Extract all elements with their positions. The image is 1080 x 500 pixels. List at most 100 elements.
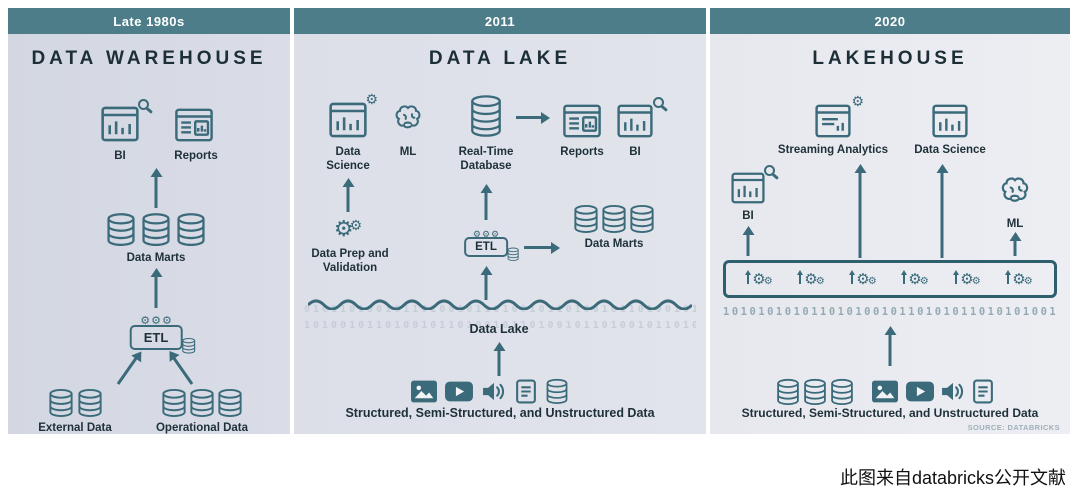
caption: 此图来自databricks公开文献 xyxy=(839,468,1066,488)
reports-icon xyxy=(173,108,215,142)
gear-icon: ⚙ xyxy=(349,217,363,233)
gear-icon: ⚙ xyxy=(856,270,870,288)
realtime-database-label: Real-Time Database xyxy=(458,146,514,172)
gear-icon: ⚙ xyxy=(491,229,500,239)
ml-label: ML xyxy=(1006,218,1024,230)
database-icon xyxy=(629,204,655,233)
gear-icon: ⚙ xyxy=(867,275,877,287)
database-icon xyxy=(181,337,195,354)
database-icon xyxy=(217,388,243,417)
reports-label: Reports xyxy=(174,150,218,162)
gear-icon: ⚙ xyxy=(1012,270,1026,288)
gear-icon: ⚙ xyxy=(161,315,172,327)
panel-body: DATA LAKE ⚙ Data Science ML Real-Time Da… xyxy=(294,34,706,434)
document-icon xyxy=(973,379,994,404)
document-icon xyxy=(516,379,537,404)
bi-label: BI xyxy=(629,146,641,158)
realtime-database-icon xyxy=(470,94,502,138)
ml-icon xyxy=(998,176,1032,210)
gear-icon: ⚙ xyxy=(908,270,922,288)
gears-icon: ⚙⚙ xyxy=(851,270,877,288)
database-icon xyxy=(601,204,627,233)
gears-icon: ⚙⚙ xyxy=(1007,270,1033,288)
gear-icon: ⚙ xyxy=(919,275,929,287)
bi-icon xyxy=(100,99,149,142)
data-science-icon xyxy=(930,104,970,138)
panel-body: DATA WAREHOUSE BI Reports Data Marts xyxy=(8,34,290,434)
arrow-up-icon xyxy=(484,192,488,220)
arrow-up-icon xyxy=(346,186,350,212)
gear-icon: ⚙ xyxy=(1023,275,1033,287)
arrow-up-icon xyxy=(154,176,158,208)
etl-machine: ⚙⚙⚙ ETL xyxy=(129,316,195,354)
pipeline-box: ⚙⚙ ⚙⚙ ⚙⚙ ⚙⚙ ⚙⚙ ⚙⚙ xyxy=(723,260,1057,298)
era-label: 2020 xyxy=(874,13,906,29)
gears-icon: ⚙⚙ xyxy=(334,218,362,240)
footer-text: Structured, Semi-Structured, and Unstruc… xyxy=(345,406,655,420)
database-icon xyxy=(546,378,569,404)
panel-lakehouse: 2020 LAKEHOUSE ⚙ Streaming Analytics Dat… xyxy=(710,8,1070,434)
arrow-up-icon xyxy=(746,234,750,256)
arrow-up-icon xyxy=(858,172,862,258)
panel-data-warehouse: Late 1980s DATA WAREHOUSE BI Reports Dat… xyxy=(8,8,290,434)
arrow-up-icon xyxy=(497,350,501,376)
gear-icon: ⚙ xyxy=(960,270,974,288)
etl-box: ETL xyxy=(129,325,195,354)
magnifier-icon xyxy=(653,97,664,108)
panel-title: LAKEHOUSE xyxy=(812,48,968,69)
panel-title: DATA WAREHOUSE xyxy=(31,48,267,69)
arrow-up-icon xyxy=(888,334,892,366)
gear-icon: ⚙ xyxy=(151,315,161,327)
gear-icon: ⚙ xyxy=(804,270,818,288)
gear-icon: ⚙ xyxy=(472,229,481,239)
footer-text: Structured, Semi-Structured, and Unstruc… xyxy=(741,406,1039,420)
era-header: 2011 xyxy=(294,8,706,34)
arrow-up-icon xyxy=(1013,240,1017,256)
arrow-diagonal-icon xyxy=(172,356,194,385)
etl-machine: ⚙⚙⚙ ETL xyxy=(464,229,519,261)
database-icon xyxy=(176,212,206,246)
binary-text: 0101101001011010010110100101101001011010… xyxy=(304,304,696,315)
database-icon xyxy=(161,388,187,417)
data-science-label: Data Science xyxy=(914,144,986,156)
arrow-up-icon xyxy=(1007,274,1010,284)
operational-data-label: Operational Data xyxy=(155,422,249,434)
bi-icon xyxy=(730,165,775,204)
arrow-up-icon xyxy=(799,274,802,284)
bi-label: BI xyxy=(114,150,126,162)
arrow-up-icon xyxy=(940,172,944,258)
etl-label: ETL xyxy=(475,241,497,253)
era-header: Late 1980s xyxy=(8,8,290,34)
gears-icon: ⚙⚙⚙ xyxy=(140,316,172,327)
audio-icon xyxy=(482,380,507,403)
image-icon xyxy=(872,380,899,403)
database-icon xyxy=(77,388,103,417)
arrow-up-icon xyxy=(154,276,158,308)
panel-title: DATA LAKE xyxy=(428,48,572,69)
arrow-up-icon xyxy=(955,274,958,284)
arrow-right-icon xyxy=(524,246,552,249)
ml-icon xyxy=(392,104,424,136)
gear-icon: ⚙ xyxy=(140,315,151,327)
database-icon xyxy=(48,388,74,417)
binary-text: 1010010110100101101001011010010110100101… xyxy=(304,320,696,331)
external-data-label: External Data xyxy=(38,422,112,434)
data-marts-label: Data Marts xyxy=(584,238,644,250)
video-icon xyxy=(445,381,474,402)
database-icon xyxy=(573,204,599,233)
panel-row: Late 1980s DATA WAREHOUSE BI Reports Dat… xyxy=(8,8,1070,434)
gear-icon: ⚙ xyxy=(763,275,773,287)
gears-icon: ⚙⚙ xyxy=(747,272,773,287)
database-icon xyxy=(776,378,800,405)
source-credit: SOURCE: DATABRICKS xyxy=(967,423,1060,432)
era-header: 2020 xyxy=(710,8,1070,34)
gears-icon: ⚙⚙ xyxy=(955,270,981,288)
database-icon xyxy=(141,212,171,246)
data-science-icon: ⚙ xyxy=(328,92,378,138)
etl-box: ETL xyxy=(464,237,519,261)
gears-icon: ⚙⚙ xyxy=(799,270,825,288)
gear-icon: ⚙ xyxy=(971,275,981,287)
arrow-up-icon xyxy=(484,274,488,300)
data-lake-label: Data Lake xyxy=(469,322,529,336)
